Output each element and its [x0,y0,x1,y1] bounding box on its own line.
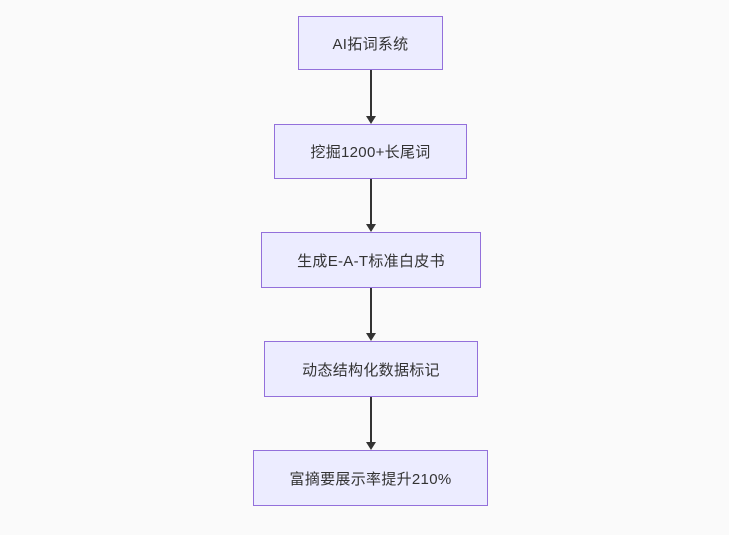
flowchart-node-d: 动态结构化数据标记 [264,341,478,397]
node-e-label: 富摘要展示率提升210% [289,470,452,488]
flowchart-node-e: 富摘要展示率提升210% [253,450,488,506]
flowchart-node-a: AI拓词系统 [298,16,443,70]
flowchart-node-b: 挖掘1200+长尾词 [274,124,467,179]
edge-b-to-c [366,179,376,232]
flowchart-node-c: 生成E-A-T标准白皮书 [261,232,481,288]
node-d-label: 动态结构化数据标记 [302,361,440,379]
edge-d-to-e [366,397,376,450]
node-b-label: 挖掘1200+长尾词 [310,144,431,161]
edge-a-to-b [366,70,376,124]
edge-c-to-d [366,288,376,341]
node-c-label: 生成E-A-T标准白皮书 [297,252,445,270]
node-a-label: AI拓词系统 [332,35,409,53]
